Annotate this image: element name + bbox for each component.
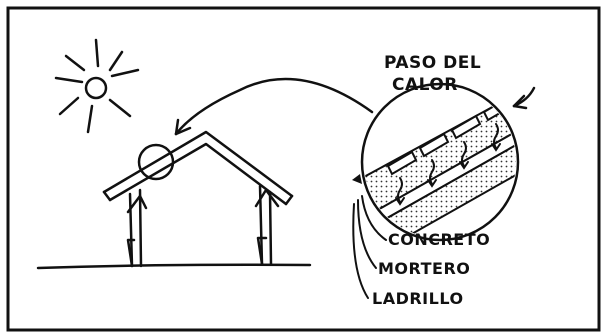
brick-label: LADRILLO [372,289,464,308]
callout-arrow [174,77,374,136]
heat-label-line1: PASO DEL [384,53,481,73]
ground-line [36,263,312,270]
label-leader-lines [352,195,387,299]
roof-layers [364,90,516,238]
heat-flow-arrows [395,123,501,206]
brick-layer [364,126,516,238]
layer-edge-marker [352,174,362,184]
detail-marker-circle [137,143,175,181]
concrete-label: CONCRETO [388,230,490,249]
sun-icon [54,38,140,134]
roof-tiles [386,96,514,176]
house-icon [102,130,294,268]
mortar-label: MORTERO [378,259,470,278]
frame-border [6,6,601,332]
heat-pointer-arrow [512,86,536,110]
heat-label-line2: CALOR [392,75,458,95]
